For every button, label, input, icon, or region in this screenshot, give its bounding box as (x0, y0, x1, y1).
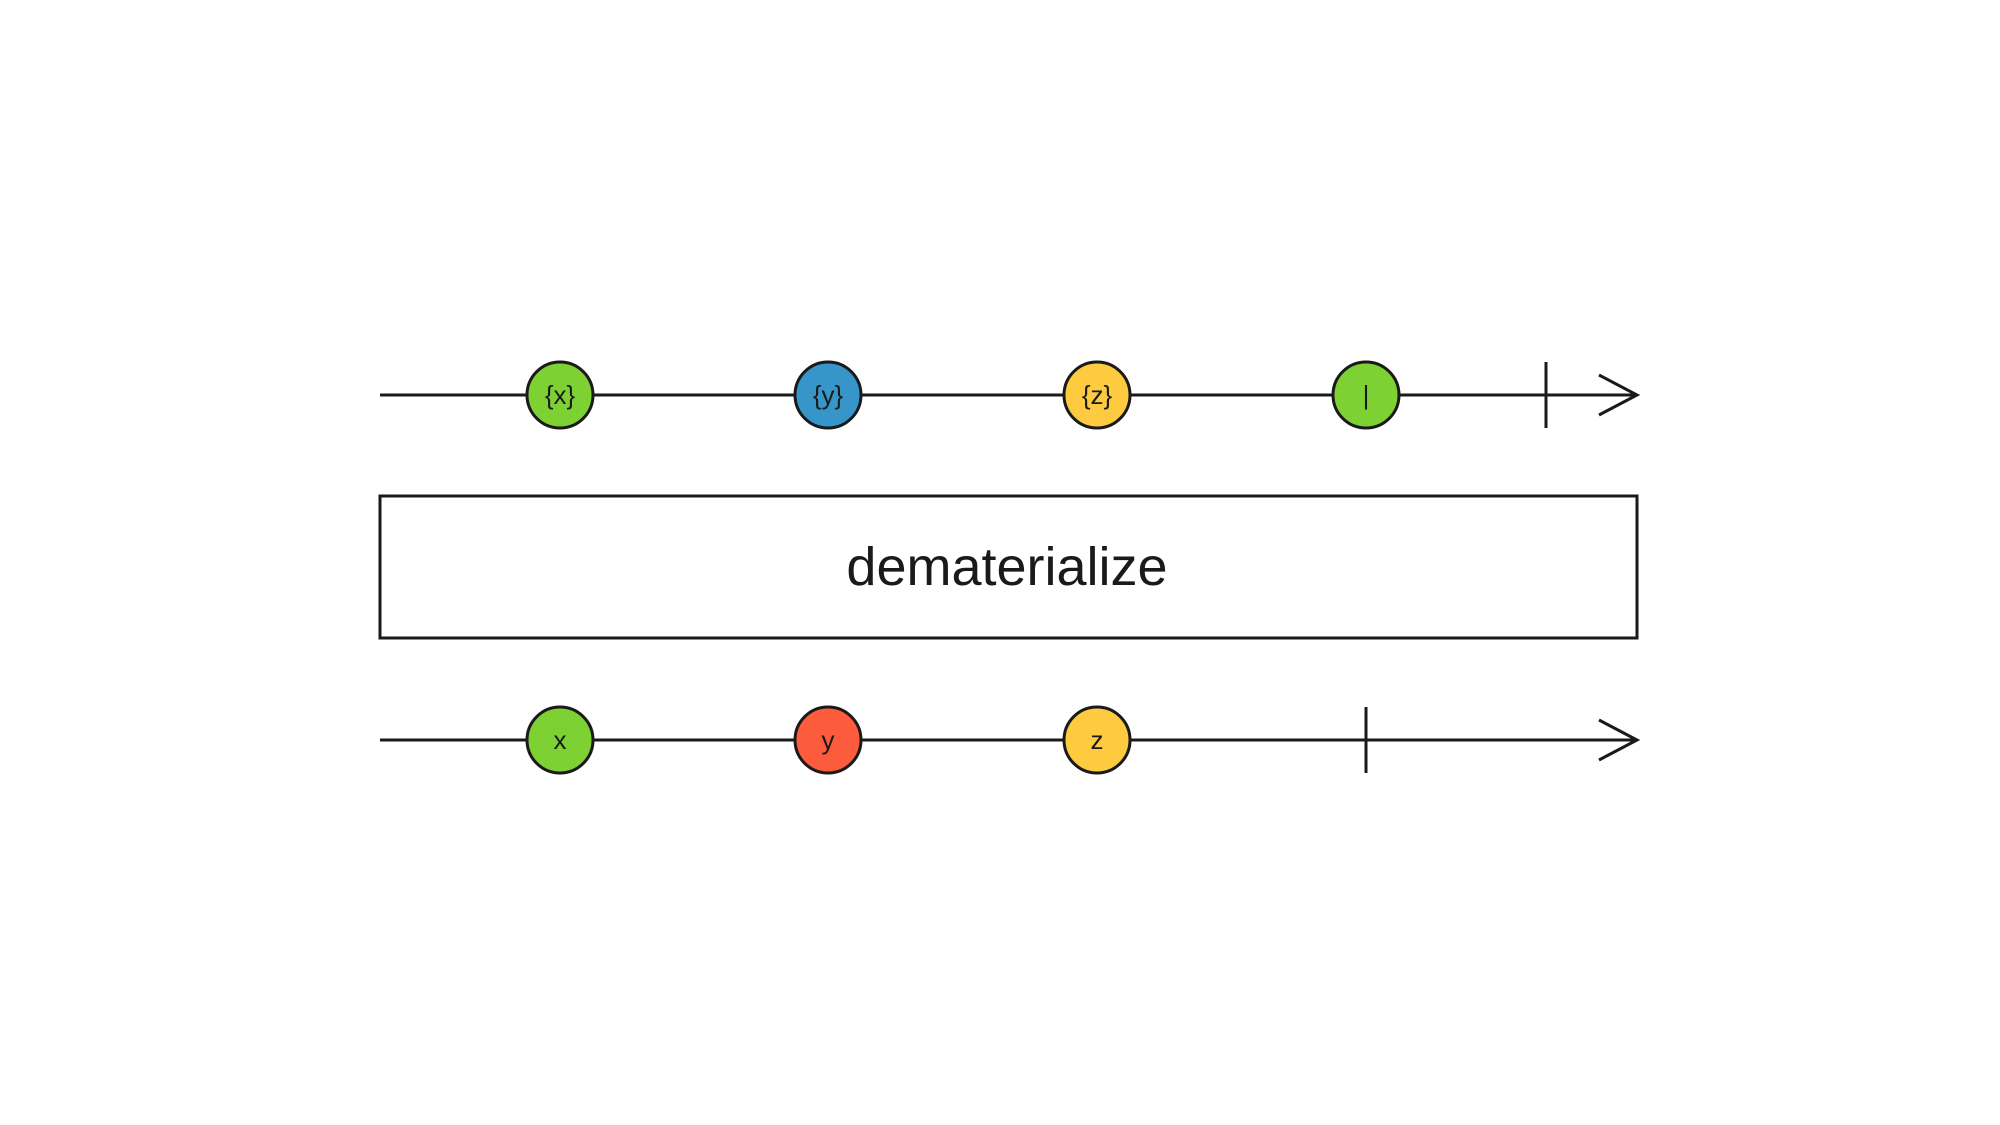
operator-label: dematerialize (846, 537, 1167, 597)
input-marble-completion-label: | (1363, 380, 1370, 410)
input-marble-y: {y} (793, 360, 863, 430)
output-timeline: x y z (380, 705, 1641, 775)
input-marble-x-label: {x} (545, 380, 576, 410)
input-marble-z-label: {z} (1082, 380, 1113, 410)
input-marble-z-circle (1062, 360, 1132, 430)
input-timeline-arrowhead (1598, 373, 1641, 417)
input-marble-y-label: {y} (813, 380, 844, 410)
output-marble-x-circle (525, 705, 595, 775)
output-marble-x-label: x (554, 725, 567, 755)
input-marble-completion: | (1331, 360, 1401, 430)
output-marble-y-label: y (822, 725, 835, 755)
output-marble-y: y (793, 705, 863, 775)
output-marble-z-circle (1062, 705, 1132, 775)
input-marble-x: {x} (525, 360, 595, 430)
operator-box (378, 494, 1639, 640)
input-marble-completion-circle (1331, 360, 1401, 430)
output-marble-z: z (1062, 705, 1132, 775)
input-marble-x-circle (525, 360, 595, 430)
output-marble-z-label: z (1091, 725, 1104, 755)
input-timeline: {x} {y} {z} | (380, 360, 1641, 430)
input-marble-y-circle (793, 360, 863, 430)
output-marble-x: x (525, 705, 595, 775)
input-marble-z: {z} (1062, 360, 1132, 430)
output-marble-y-circle (793, 705, 863, 775)
operator: dematerialize (378, 494, 1639, 640)
output-timeline-arrowhead (1598, 718, 1641, 762)
